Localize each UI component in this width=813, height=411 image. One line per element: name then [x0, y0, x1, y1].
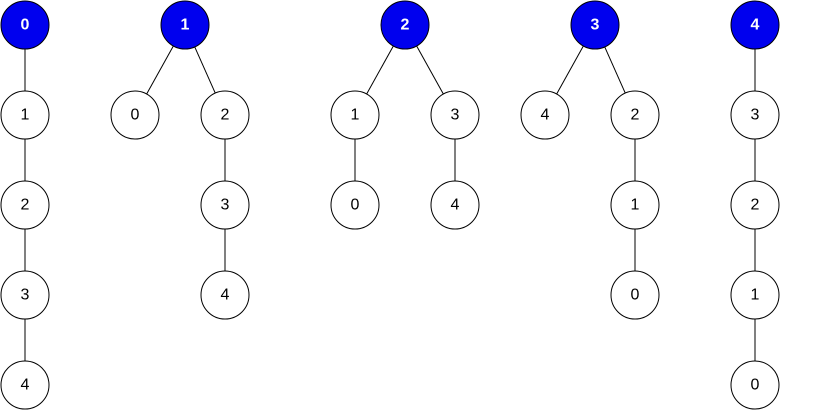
- tree-edge: [416, 45, 444, 95]
- root-node: 4: [730, 0, 780, 50]
- node-circle: [0, 360, 50, 410]
- node-label: 2: [21, 197, 30, 214]
- node-label: 0: [751, 377, 760, 394]
- tree-node: 2: [200, 90, 250, 140]
- node-circle: [610, 270, 660, 320]
- root-node-circle: [0, 0, 50, 50]
- node-label: 3: [451, 107, 460, 124]
- node-circle: [730, 360, 780, 410]
- tree-node: 4: [0, 360, 50, 410]
- node-circle: [730, 90, 780, 140]
- root-node-circle: [380, 0, 430, 50]
- node-circle: [330, 180, 380, 230]
- edges-layer: [24, 45, 756, 361]
- node-circle: [0, 90, 50, 140]
- tree-node: 4: [520, 90, 570, 140]
- tree-edge: [366, 45, 394, 95]
- tree-rooted-at-2: 2 1 3 0 4: [330, 0, 480, 230]
- node-circle: [110, 90, 160, 140]
- root-node-circle: [730, 0, 780, 50]
- node-label: 2: [401, 17, 410, 34]
- tree-node: 0: [610, 270, 660, 320]
- tree-node: 2: [730, 180, 780, 230]
- node-circle: [200, 270, 250, 320]
- tree-node: 3: [0, 270, 50, 320]
- node-circle: [0, 180, 50, 230]
- root-node: 1: [160, 0, 210, 50]
- tree-edge: [556, 45, 584, 95]
- node-label: 4: [221, 287, 230, 304]
- root-node-circle: [570, 0, 620, 50]
- tree-node: 1: [730, 270, 780, 320]
- root-node-circle: [160, 0, 210, 50]
- tree-rooted-at-0: 0 1 2 3 4: [0, 0, 50, 410]
- tree-node: 3: [200, 180, 250, 230]
- node-circle: [520, 90, 570, 140]
- tree-node: 4: [430, 180, 480, 230]
- node-label: 3: [21, 287, 30, 304]
- node-label: 0: [351, 197, 360, 214]
- tree-rooted-at-3: 3 4 2 1 0: [520, 0, 660, 320]
- tree-edge: [146, 45, 174, 95]
- node-label: 0: [131, 107, 140, 124]
- node-label: 4: [751, 17, 760, 34]
- node-circle: [0, 270, 50, 320]
- root-node: 0: [0, 0, 50, 50]
- node-label: 3: [751, 107, 760, 124]
- root-node: 2: [380, 0, 430, 50]
- node-label: 0: [631, 287, 640, 304]
- tree-node: 3: [730, 90, 780, 140]
- tree-edge: [194, 46, 216, 94]
- node-label: 1: [351, 107, 360, 124]
- tree-node: 0: [330, 180, 380, 230]
- node-label: 4: [541, 107, 550, 124]
- node-label: 0: [21, 17, 30, 34]
- tree-rooted-at-1: 1 0 2 3 4: [110, 0, 250, 320]
- node-circle: [430, 180, 480, 230]
- node-label: 2: [751, 197, 760, 214]
- tree-node: 2: [0, 180, 50, 230]
- tree-rooted-at-4: 4 3 2 1 0: [730, 0, 780, 410]
- nodes-layer: 0 1 2 3 4 1 0 2 3 4 2 1 3 0 4 3 4 2 1 0 4 3 2 1 0: [0, 0, 780, 410]
- node-circle: [200, 90, 250, 140]
- tree-node: 0: [110, 90, 160, 140]
- tree-node: 3: [430, 90, 480, 140]
- node-label: 2: [221, 107, 230, 124]
- node-circle: [200, 180, 250, 230]
- node-label: 3: [591, 17, 600, 34]
- node-label: 4: [21, 377, 30, 394]
- node-label: 1: [631, 197, 640, 214]
- node-circle: [330, 90, 380, 140]
- tree-node: 2: [610, 90, 660, 140]
- node-circle: [610, 180, 660, 230]
- tree-node: 1: [330, 90, 380, 140]
- node-label: 1: [21, 107, 30, 124]
- tree-edge: [604, 46, 626, 94]
- tree-node: 0: [730, 360, 780, 410]
- root-node: 3: [570, 0, 620, 50]
- node-label: 2: [631, 107, 640, 124]
- tree-node: 1: [610, 180, 660, 230]
- node-circle: [430, 90, 480, 140]
- node-label: 3: [221, 197, 230, 214]
- node-circle: [610, 90, 660, 140]
- tree-node: 4: [200, 270, 250, 320]
- tree-node: 1: [0, 90, 50, 140]
- node-label: 1: [181, 17, 190, 34]
- node-circle: [730, 180, 780, 230]
- node-label: 1: [751, 287, 760, 304]
- node-label: 4: [451, 197, 460, 214]
- node-circle: [730, 270, 780, 320]
